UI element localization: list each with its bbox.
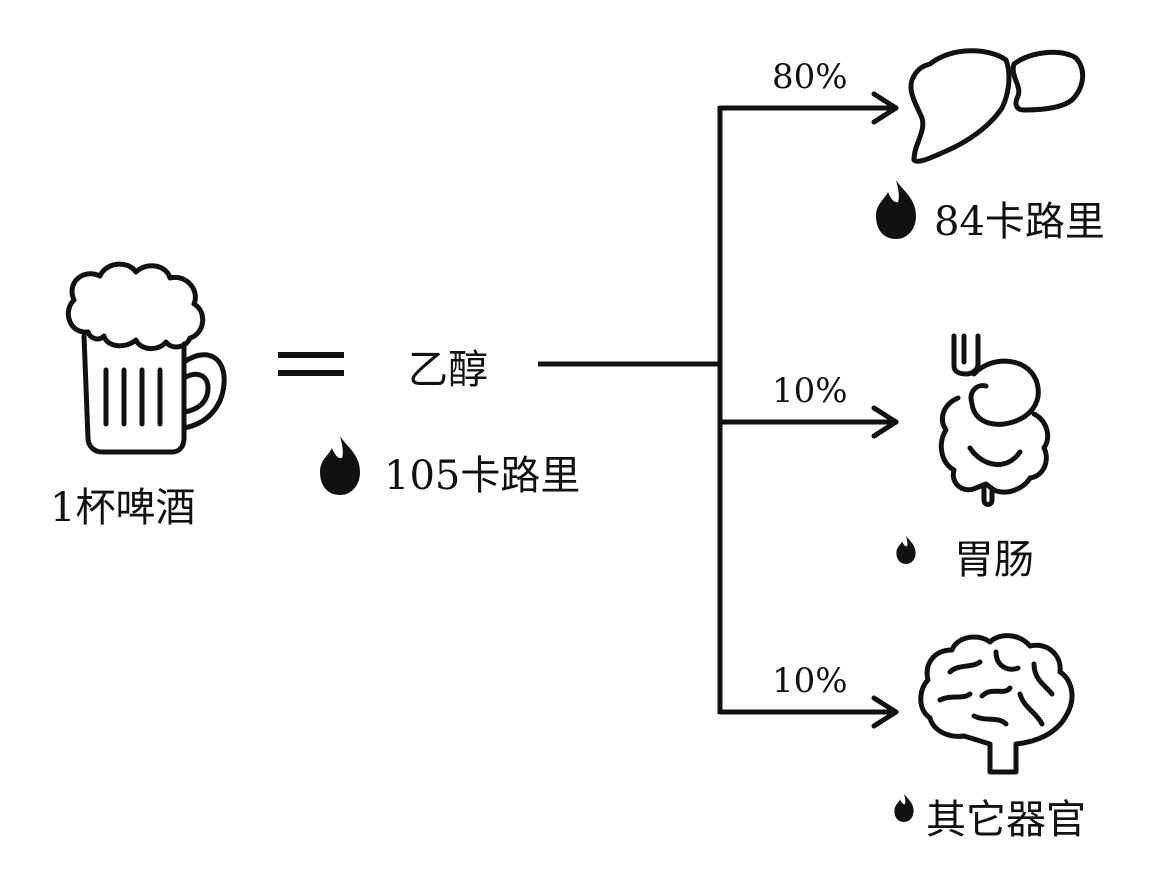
liver-percent-label: 80%: [772, 57, 848, 97]
brain-icon: [918, 633, 1075, 775]
brain-percent-label: 10%: [772, 661, 848, 701]
beer-mug-icon: [65, 261, 227, 455]
ethanol-calories-label: 105卡路里: [384, 453, 581, 499]
stomach-intestine-icon: [938, 333, 1051, 507]
arrow-to-brain: [717, 695, 899, 729]
liver-calories-label: 84卡路里: [934, 199, 1105, 245]
flame-icon: [894, 793, 914, 822]
stomach-percent-label: 10%: [772, 371, 848, 411]
arrow-to-liver: [717, 91, 899, 125]
flame-icon: [320, 436, 360, 495]
other-organs-label: 其它器官: [926, 797, 1086, 843]
stomach-intestine-label: 胃肠: [954, 537, 1034, 583]
liver-icon: [908, 48, 1086, 164]
arrow-to-stomach: [717, 405, 899, 439]
flame-icon: [896, 535, 916, 564]
branch-connector: [538, 106, 723, 714]
flame-icon: [876, 180, 916, 239]
equals-sign: [278, 352, 344, 376]
beer-label: 1杯啤酒: [50, 485, 196, 531]
ethanol-label: 乙醇: [408, 347, 488, 393]
